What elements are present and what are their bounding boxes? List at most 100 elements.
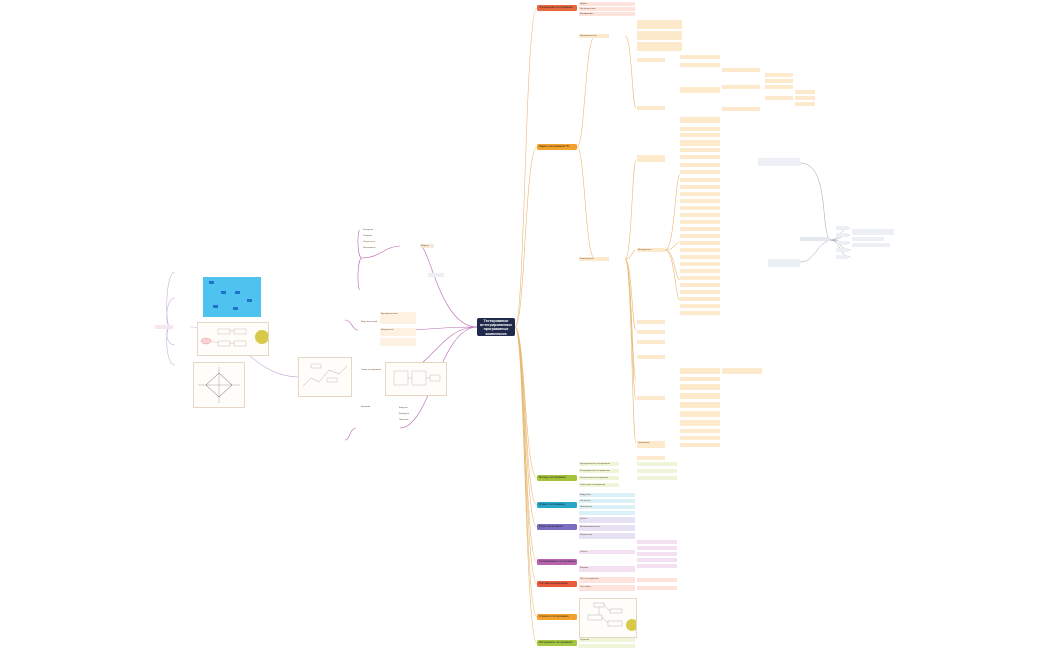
list-item[interactable] [680, 213, 720, 217]
list-item[interactable] [579, 644, 635, 648]
list-item[interactable] [795, 90, 815, 94]
list-item[interactable]: Модели жизненного цикла [420, 244, 434, 248]
list-item[interactable] [637, 20, 682, 29]
list-item[interactable] [852, 243, 890, 247]
branch-tasks[interactable]: Задачи тестирования ПС [537, 144, 577, 150]
list-item[interactable] [637, 320, 665, 324]
list-item[interactable]: Отчёты [579, 550, 635, 554]
list-item[interactable] [680, 170, 720, 174]
list-item[interactable]: План тестирования [579, 577, 635, 583]
note-box[interactable] [758, 158, 800, 166]
list-item[interactable] [795, 96, 815, 100]
list-item[interactable] [418, 237, 438, 241]
list-item[interactable] [418, 243, 438, 247]
list-item[interactable] [836, 241, 848, 245]
list-item[interactable] [637, 155, 665, 162]
list-item[interactable] [362, 258, 380, 262]
list-item[interactable] [680, 87, 720, 93]
list-item[interactable] [360, 444, 382, 448]
list-item[interactable] [680, 63, 720, 67]
list-item[interactable]: Выходные [399, 413, 410, 415]
list-item[interactable]: Интеграционное тестирование [579, 469, 619, 473]
list-item[interactable] [637, 31, 682, 40]
list-item[interactable] [579, 511, 635, 515]
list-item[interactable] [680, 206, 720, 210]
list-item[interactable] [362, 270, 380, 274]
list-item[interactable]: Стрессовое тестирование [579, 483, 619, 487]
list-item[interactable] [680, 220, 720, 224]
list-item[interactable]: Виды испытаний [361, 321, 378, 323]
list-item[interactable]: Функциональные [579, 34, 609, 38]
list-item[interactable] [637, 58, 665, 62]
list-item[interactable]: Требования [637, 441, 665, 448]
list-item[interactable] [418, 261, 438, 265]
list-item[interactable] [852, 229, 894, 235]
list-item[interactable] [268, 374, 296, 378]
list-item[interactable] [680, 148, 720, 152]
list-item[interactable] [722, 68, 760, 72]
list-item[interactable] [637, 564, 677, 568]
branch-methods[interactable]: Методы тестирования [537, 475, 577, 481]
list-item[interactable] [637, 586, 677, 590]
list-item[interactable]: Нагрузочное [579, 533, 635, 539]
branch-docs[interactable]: Тестовая документация [537, 581, 577, 587]
list-item[interactable] [680, 227, 720, 231]
list-item[interactable]: Системное [579, 499, 635, 503]
list-item[interactable] [680, 420, 720, 426]
note-box[interactable] [768, 259, 800, 267]
list-item[interactable] [398, 436, 416, 440]
root-topic[interactable]: Тестирование интегрированных программных… [477, 318, 515, 336]
list-item[interactable] [680, 377, 720, 381]
list-item[interactable] [428, 273, 444, 277]
list-item[interactable] [340, 256, 360, 260]
list-item[interactable]: Итеративная [362, 246, 380, 250]
list-item[interactable]: Дефект [579, 2, 635, 6]
list-item[interactable]: Схема тестирования [361, 369, 382, 371]
list-item[interactable]: Инструменты [637, 248, 665, 252]
list-item[interactable] [418, 267, 438, 271]
list-item[interactable] [680, 255, 720, 259]
list-item[interactable] [200, 268, 240, 274]
list-item[interactable] [362, 276, 380, 280]
list-item[interactable] [722, 368, 762, 374]
list-item[interactable]: Метрики [579, 566, 635, 572]
list-item[interactable] [680, 248, 720, 252]
list-item[interactable] [680, 393, 720, 399]
list-item[interactable] [722, 107, 760, 111]
list-item[interactable] [392, 444, 440, 448]
list-item[interactable]: Каскадная [362, 228, 380, 232]
list-item[interactable] [362, 282, 380, 286]
list-item[interactable] [765, 73, 793, 77]
list-item[interactable] [722, 85, 760, 89]
list-item[interactable]: Модульное [579, 493, 635, 497]
list-item[interactable]: Приёмочное [579, 505, 635, 509]
list-item[interactable] [852, 237, 884, 241]
list-item[interactable] [637, 578, 677, 582]
list-item[interactable] [680, 304, 720, 308]
list-item[interactable] [398, 424, 416, 428]
list-item[interactable]: Покрытие [399, 419, 409, 421]
list-item[interactable] [680, 185, 720, 189]
list-item[interactable] [680, 178, 720, 182]
list-item[interactable] [637, 540, 677, 544]
list-item[interactable] [362, 264, 380, 268]
list-item[interactable] [765, 96, 793, 100]
list-item[interactable]: Тест-кейсы [579, 585, 635, 591]
list-item[interactable] [680, 436, 720, 440]
list-item[interactable]: Качественные [579, 257, 609, 261]
list-item[interactable]: Автоматизированное [579, 525, 635, 531]
list-item[interactable] [680, 429, 720, 433]
branch-definitions[interactable]: Определения тестирования [537, 5, 577, 11]
list-item[interactable] [680, 269, 720, 273]
list-item[interactable] [680, 283, 720, 287]
list-item[interactable] [360, 426, 382, 430]
list-item[interactable]: Регрессионное тестирование [579, 476, 619, 480]
list-item[interactable]: V-модель [362, 234, 380, 238]
list-item[interactable] [680, 311, 720, 315]
list-item[interactable] [680, 140, 720, 146]
list-item[interactable] [836, 255, 848, 259]
branch-strategies[interactable]: Стратегии тестирования [537, 614, 577, 620]
list-item[interactable] [680, 443, 720, 447]
list-item[interactable] [418, 249, 438, 253]
list-item[interactable] [418, 255, 438, 259]
